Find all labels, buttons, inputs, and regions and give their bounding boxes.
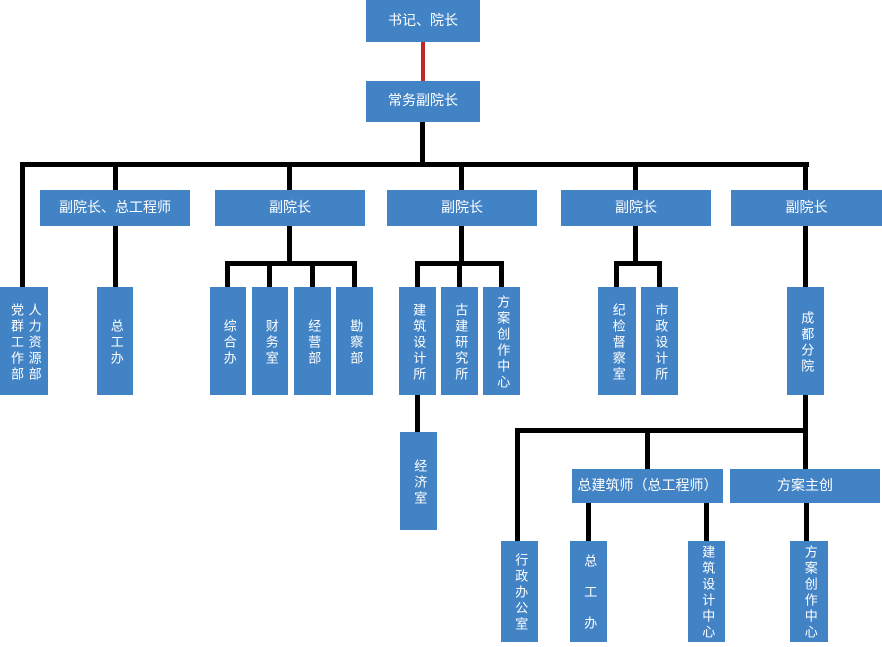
node-vp-3: 副院长 [387, 190, 537, 226]
node-architectural-design-institute: 建筑设计所 [399, 287, 436, 395]
node-vp-chief-engineer: 副院长、总工程师 [40, 190, 190, 226]
node-label: 总工办 [581, 554, 597, 647]
node-label: 方案创作中心 [494, 294, 510, 391]
node-label: 副院长 [269, 199, 311, 216]
node-label: 副院长 [785, 199, 828, 216]
connector-line [310, 261, 315, 287]
connector-line [225, 261, 357, 266]
node-label: 副院长 [441, 199, 483, 216]
node-label: 行政办公室 [512, 553, 528, 633]
connector-line [803, 428, 808, 469]
connector-line-red [421, 42, 425, 81]
node-admin-office: 行政办公室 [501, 541, 538, 642]
connector-line [113, 226, 118, 287]
connector-line [287, 162, 292, 190]
node-label: 纪检督察室 [609, 302, 625, 383]
node-label: 综合办 [220, 318, 236, 367]
node-party-mass-and-hr-dept: 党群工作部 人力资源部 [0, 287, 48, 395]
node-scheme-creation-center-branch: 方案创作中心 [790, 541, 828, 642]
connector-line [420, 122, 425, 167]
node-label: 副院长、总工程师 [59, 199, 171, 216]
node-economy-office: 经济室 [400, 432, 437, 530]
connector-line [499, 261, 504, 287]
connector-line [614, 261, 619, 287]
node-chief-engineer-office-branch: 总工办 [570, 541, 607, 647]
connector-line [415, 261, 420, 287]
node-label: 党群工作部 [8, 302, 23, 383]
node-municipal-design-institute: 市政设计所 [641, 287, 678, 395]
node-label: 总建筑师（总工程师） [577, 477, 718, 494]
node-label: 方案主创 [777, 477, 833, 494]
connector-line [459, 226, 464, 266]
connector-line [415, 395, 420, 432]
connector-line [352, 261, 357, 287]
connector-line [803, 226, 808, 287]
node-label: 建筑设计所 [410, 302, 426, 383]
node-label: 总工办 [107, 318, 123, 367]
node-finance-office: 财务室 [252, 287, 288, 395]
node-general-office: 综合办 [210, 287, 246, 395]
connector-line [267, 261, 272, 287]
connector-line [20, 162, 25, 287]
node-label: 财务室 [262, 318, 278, 367]
node-chief-engineer-office: 总工办 [97, 287, 133, 395]
node-survey-dept: 勘察部 [336, 287, 373, 395]
connector-line [633, 226, 638, 266]
node-vp-5: 副院长 [731, 190, 882, 226]
node-label: 古建研究所 [452, 302, 468, 383]
node-label: 经济室 [411, 458, 427, 507]
node-label: 建筑设计中心 [699, 545, 715, 641]
connector-line [633, 162, 638, 190]
node-label: 市政设计所 [652, 302, 668, 383]
node-label: 常务副院长 [388, 93, 458, 110]
connector-line [287, 226, 292, 266]
connector-line [704, 503, 709, 541]
node-vp-2: 副院长 [215, 190, 365, 226]
connector-line [614, 261, 662, 266]
connector-line [113, 162, 118, 190]
node-vp-4: 副院长 [561, 190, 711, 226]
connector-line [803, 395, 808, 433]
node-label: 副院长 [615, 199, 657, 216]
connector-line [225, 261, 230, 287]
connector-line [459, 162, 464, 190]
node-label: 方案创作中心 [801, 545, 817, 641]
node-scheme-lead: 方案主创 [730, 469, 880, 503]
node-label: 勘察部 [347, 318, 363, 367]
node-label: 成都分院 [798, 310, 814, 375]
connector-line [586, 503, 591, 541]
node-label: 书记、院长 [388, 12, 458, 29]
node-label: 人力资源部 [25, 302, 41, 383]
connector-line [457, 261, 462, 287]
node-scheme-creation-center: 方案创作中心 [483, 287, 520, 395]
connector-line [515, 428, 808, 433]
connector-line [657, 261, 662, 287]
node-chengdu-branch: 成都分院 [787, 287, 824, 395]
node-executive-vice-president: 常务副院长 [366, 81, 480, 122]
connector-line [645, 428, 650, 469]
node-arch-design-center: 建筑设计中心 [688, 541, 725, 642]
connector-line [804, 503, 809, 541]
node-label: 经营部 [305, 318, 321, 367]
node-discipline-inspection-office: 纪检督察室 [598, 287, 636, 395]
node-secretary-president: 书记、院长 [366, 0, 480, 42]
connector-line [20, 162, 809, 167]
connector-line [803, 162, 808, 190]
connector-line [515, 428, 520, 541]
node-operations-dept: 经营部 [294, 287, 331, 395]
node-chief-architect: 总建筑师（总工程师） [572, 469, 723, 503]
node-ancient-architecture-institute: 古建研究所 [441, 287, 478, 395]
